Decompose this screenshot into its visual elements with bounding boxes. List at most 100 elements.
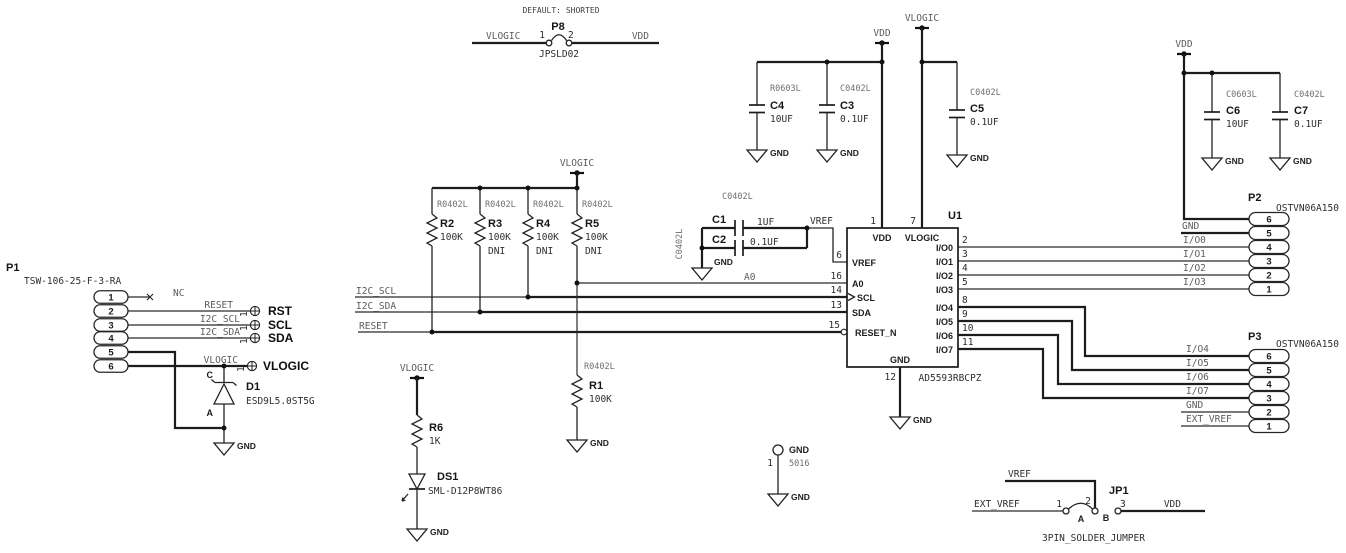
vref-caps[interactable]: C0402L C0402L C1 1UF C2 0.1UF GND VREF — [675, 192, 847, 281]
power-label-vlogic: VLOGIC — [400, 363, 434, 374]
p3-pin-number: 3 — [1266, 394, 1271, 405]
c7-designator: C7 — [1294, 105, 1308, 117]
c5-designator: C5 — [970, 103, 984, 115]
r2-designator: R2 — [440, 218, 454, 230]
r4-dni: DNI — [536, 246, 553, 257]
wire-io6 — [958, 333, 1249, 386]
testpoint-icon — [249, 305, 261, 317]
r6-designator: R6 — [429, 422, 443, 434]
wire-io7 — [958, 347, 1249, 400]
r3-zigzag-icon — [473, 213, 487, 247]
u1-pin3-number: 3 — [962, 249, 968, 260]
c2-value: 0.1UF — [750, 237, 779, 248]
resistor-r4[interactable]: R0402L R4 100K DNI — [521, 188, 564, 297]
p8-designator: P8 — [551, 21, 564, 33]
p8-pin1-pad-icon — [545, 39, 553, 47]
testpoint-icon — [249, 319, 261, 331]
resistor-r2[interactable]: R0402L R2 100K — [425, 188, 468, 332]
testpoint-scl[interactable]: 1 SCL — [239, 318, 292, 332]
testpoint-vlogic[interactable]: 1 VLOGIC — [236, 359, 309, 373]
ds1-emission-arrow-icon — [401, 493, 409, 502]
jp1-position-a: A — [1078, 514, 1085, 524]
testpoint-icon — [246, 360, 258, 372]
net-label-io7: I/O7 — [1186, 386, 1209, 397]
gnd-label: GND — [791, 492, 810, 502]
led-branch[interactable]: VLOGIC R6 1K DS1 SML-D12P8WT86 GND — [400, 363, 503, 542]
gnd-symbol — [1201, 157, 1223, 171]
tp-label-rst: RST — [268, 304, 293, 318]
no-connect-icon — [146, 293, 154, 301]
jumper-p8[interactable]: DEFAULT: SHORTED P8 1 2 VLOGIC VDD JPSLD… — [472, 6, 659, 60]
testpoint-gnd[interactable]: 1 GND 5016 GND — [767, 444, 810, 507]
u1-label-scl: SCL — [857, 293, 876, 303]
wire-vref-to-jp1 — [1005, 479, 1097, 508]
vlogic-decoupling[interactable]: VLOGIC GND C0402L C5 0.1UF — [905, 13, 1001, 228]
c1-value: 1UF — [757, 217, 774, 228]
c3-designator: C3 — [840, 100, 854, 112]
d1-cathode-label: C — [207, 370, 214, 380]
vlogic-pullup-rail: VLOGIC — [432, 158, 594, 190]
u1-pin1-number: 1 — [870, 216, 876, 227]
tp-label-scl: SCL — [268, 318, 292, 332]
p2-part-number: OSTVN06A150 — [1276, 203, 1339, 214]
ic-u1[interactable]: U1 AD5593RBCPZ 1 7 VDD VLOGIC 6 VREF 16 … — [829, 210, 982, 430]
gnd-label: GND — [590, 438, 609, 448]
d1-anode-label: A — [207, 408, 214, 418]
gnd-label: GND — [1225, 156, 1244, 166]
testpoint-sda[interactable]: 1 SDA — [239, 331, 294, 345]
u1-label-reset-n: RESET_N — [855, 328, 897, 338]
jumper-jp1[interactable]: VREF EXT_VREF 1 2 3 A B JP1 VDD 3PIN_SOL… — [972, 469, 1205, 544]
u1-pin6-number: 6 — [836, 250, 842, 261]
r1-zigzag-icon — [570, 374, 584, 408]
d1-designator: D1 — [246, 381, 260, 393]
power-label-vdd: VDD — [873, 28, 890, 39]
vdd-right-decoupling[interactable]: VDD GND C0603L C6 10UF GND C0402L C7 0.1… — [1175, 39, 1325, 221]
r2-zigzag-icon — [425, 213, 439, 247]
connector-p2[interactable]: P2 OSTVN06A150 6 5 4 3 2 1 GND I/O0 I/O1… — [1182, 192, 1339, 297]
u1-pin11-number: 11 — [962, 337, 974, 348]
r2-value: 100K — [440, 232, 463, 243]
net-label-ext-vref: EXT_VREF — [974, 499, 1020, 510]
u1-pin14-number: 14 — [831, 285, 843, 296]
vdd-decoupling[interactable]: VDD GND R0603L C4 10UF GND C0402L C3 0.1… — [746, 28, 891, 228]
connector-p1[interactable]: P1 TSW-106-25-F-3-RA 1 2 3 4 5 6 NC RESE… — [6, 262, 251, 430]
net-label-io1: I/O1 — [1183, 249, 1206, 260]
resistor-r5[interactable]: R0402L R5 100K DNI — [570, 188, 613, 283]
gnd-label: GND — [1293, 156, 1312, 166]
resistor-r3[interactable]: R0402L R3 100K DNI — [473, 188, 516, 312]
r1-designator: R1 — [589, 380, 603, 392]
c4-footprint: R0603L — [770, 84, 801, 94]
net-label-io0: I/O0 — [1183, 235, 1206, 246]
net-label-vdd: VDD — [1164, 499, 1181, 510]
d1-zener-bar-icon — [211, 379, 237, 386]
c3-value: 0.1UF — [840, 114, 869, 125]
gnd-symbol — [691, 267, 713, 281]
gnd-label: GND — [770, 148, 789, 158]
p3-part-number: OSTVN06A150 — [1276, 339, 1339, 350]
testpoint-rst[interactable]: 1 RST — [239, 304, 293, 318]
gnd-symbol — [746, 149, 768, 163]
c6-footprint: C0603L — [1226, 90, 1257, 100]
net-label-i2c-sda: I2C_SDA — [200, 327, 240, 338]
p2-pin-number: 2 — [1266, 271, 1271, 282]
p2-pin-number: 5 — [1266, 229, 1272, 240]
r5-footprint: R0402L — [582, 200, 613, 210]
connector-p3[interactable]: P3 OSTVN06A150 6 5 4 3 2 1 I/O4 I/O5 I/O… — [1186, 331, 1339, 434]
jp1-jumper-arc-icon — [1068, 502, 1093, 510]
p1-pin-number: 4 — [108, 334, 114, 345]
gnd-symbol — [889, 416, 911, 430]
testpoint-icon — [772, 444, 784, 456]
net-label-reset: RESET — [204, 300, 233, 311]
r1-value: 100K — [589, 394, 612, 405]
r5-dni: DNI — [585, 246, 602, 257]
diode-d1[interactable]: C A D1 ESD9L5.0ST5G GND — [207, 366, 315, 456]
resistor-r1[interactable]: R0402L R1 100K GND — [566, 283, 615, 453]
p2-pin-number: 3 — [1266, 257, 1271, 268]
tp-pin-number: 1 — [239, 325, 250, 331]
r3-dni: DNI — [488, 246, 505, 257]
tp-gnd-name: GND — [789, 445, 810, 455]
gnd-label: GND — [714, 257, 733, 267]
r1-footprint: R0402L — [584, 362, 615, 372]
tp-pin-number: 1 — [236, 366, 247, 372]
